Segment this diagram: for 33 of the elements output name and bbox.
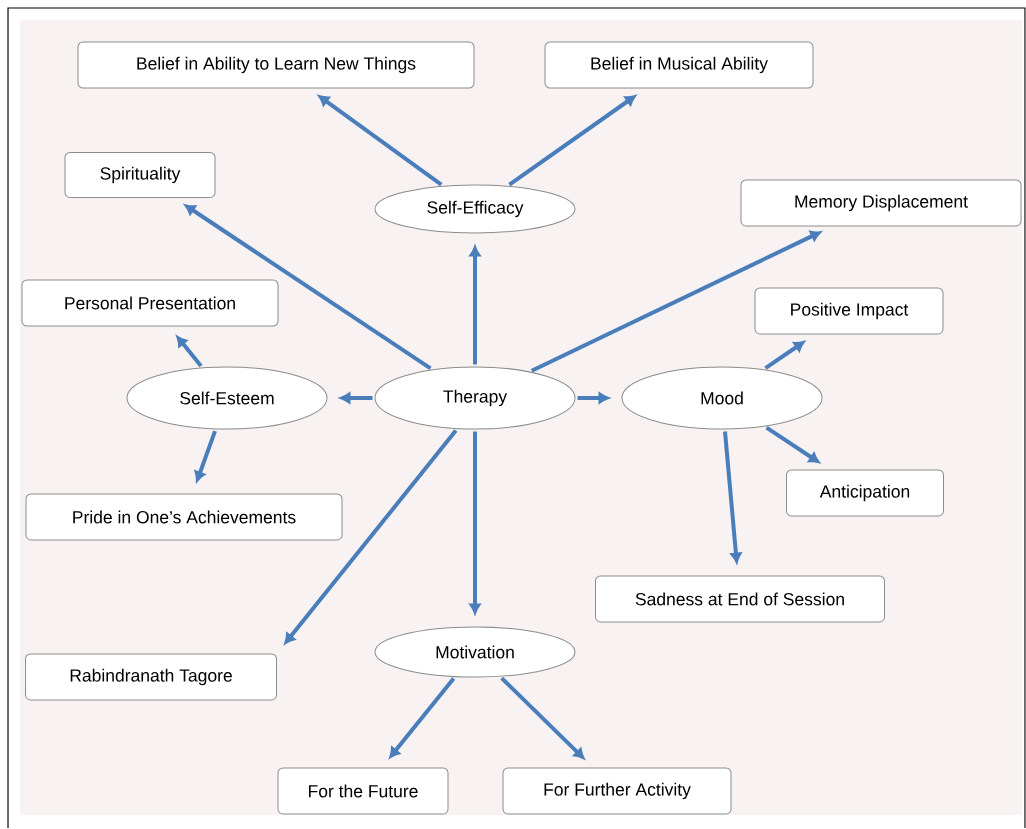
text-box: For the Future (277, 767, 449, 815)
text-box: Belief in Ability to Learn New Things (77, 41, 475, 89)
arrow (530, 230, 821, 373)
arrow (184, 204, 432, 371)
arrow (723, 431, 742, 563)
arrow (194, 430, 217, 482)
text-box: Memory Displacement (740, 179, 1022, 227)
arrow (469, 431, 481, 614)
text-box: Spirituality (64, 152, 216, 198)
arrow (284, 429, 458, 644)
ellipse-node: Therapy (374, 366, 576, 430)
arrow (500, 676, 585, 760)
ellipse-node: Self-Efficacy (374, 184, 576, 234)
arrow (764, 341, 805, 370)
arrow (765, 425, 820, 464)
arrow (389, 677, 456, 758)
arrow (340, 392, 373, 404)
text-box: Personal Presentation (21, 279, 279, 327)
ellipse-node: Mood (621, 366, 823, 430)
arrow (176, 335, 203, 368)
text-box: Anticipation (786, 469, 944, 517)
ellipse-node: Self-Esteem (126, 366, 328, 430)
text-box: For Further Activity (502, 767, 732, 815)
arrow (469, 246, 481, 365)
text-box: Positive Impact (754, 287, 944, 335)
arrow (577, 392, 609, 404)
text-box: Sadness at End of Session (595, 575, 885, 623)
ellipse-node: Motivation (374, 626, 576, 678)
text-box: Rabindranath Tagore (25, 653, 277, 701)
text-box: Pride in One’s Achievements (25, 493, 343, 541)
arrow (508, 95, 636, 187)
text-box: Belief in Musical Ability (544, 41, 814, 89)
arrow (318, 95, 443, 187)
